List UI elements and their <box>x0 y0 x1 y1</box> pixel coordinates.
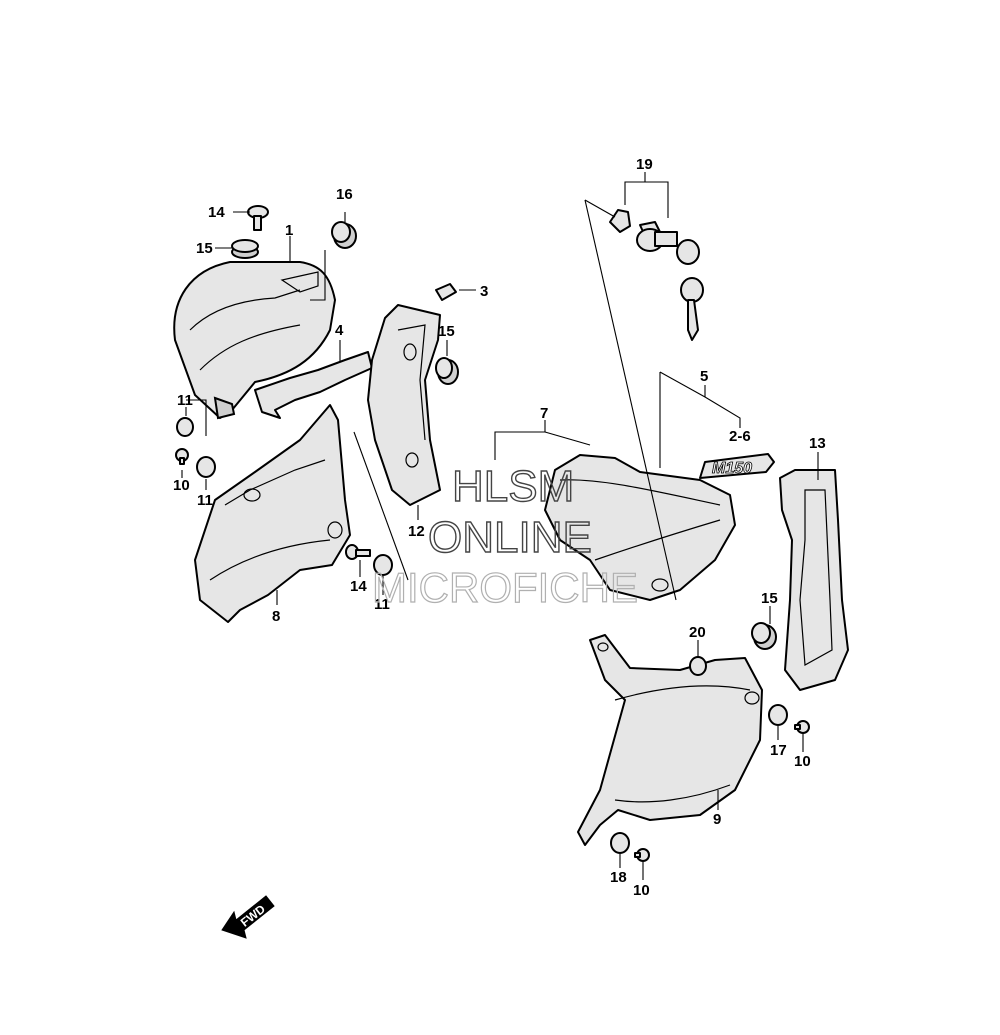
part-15-grommet-top[interactable] <box>231 239 259 259</box>
part-15-grommet-right[interactable] <box>751 622 777 650</box>
part-16-grommet[interactable] <box>331 221 357 249</box>
callout-16: 16 <box>336 186 353 203</box>
callout-11-a: 11 <box>177 392 193 409</box>
part-7-rear-cover[interactable] <box>544 454 736 601</box>
part-10-screw-b[interactable] <box>794 720 810 734</box>
part-2-6-emblem[interactable]: M150 <box>699 453 775 479</box>
callout-3: 3 <box>480 283 488 300</box>
part-14-screw-top[interactable] <box>247 205 269 231</box>
emblem-text: M150 <box>712 460 752 477</box>
callout-18: 18 <box>610 869 627 886</box>
callout-8: 8 <box>272 608 280 625</box>
watermark: HLSM ONLINE MICROFICHE <box>371 461 638 611</box>
part-10-screw-a[interactable] <box>175 448 189 465</box>
callout-labels: 14 15 1 16 3 4 15 11 10 11 12 14 11 8 19… <box>173 156 826 899</box>
part-10-screw-c[interactable] <box>634 848 650 862</box>
part-8-side-cover[interactable] <box>194 404 351 623</box>
callout-11-b: 11 <box>197 492 213 509</box>
callout-10-c: 10 <box>633 882 650 899</box>
part-12-bracket[interactable] <box>367 304 441 506</box>
callout-12: 12 <box>408 523 425 540</box>
callout-4: 4 <box>335 322 344 339</box>
callout-7: 7 <box>540 405 548 422</box>
callout-10-b: 10 <box>794 753 811 770</box>
callout-5: 5 <box>700 368 708 385</box>
callout-14-mid: 14 <box>350 578 367 595</box>
part-19-lock-set[interactable] <box>609 209 704 341</box>
part-14-bolt-mid[interactable] <box>345 544 371 560</box>
callout-10-a: 10 <box>173 477 190 494</box>
key-icon <box>676 239 704 341</box>
part-3-collar[interactable] <box>435 283 457 301</box>
callout-11-c: 11 <box>374 596 390 613</box>
watermark-line-2: ONLINE <box>428 513 592 562</box>
callout-2-6: 2-6 <box>729 428 751 445</box>
part-11-grommet-c[interactable] <box>373 554 393 576</box>
part-18-grommet[interactable] <box>610 832 630 854</box>
callout-15-right: 15 <box>761 590 778 607</box>
callout-15-top: 15 <box>196 240 213 257</box>
watermark-line-3: MICROFICHE <box>372 564 638 611</box>
part-4-rubber-strip[interactable] <box>254 351 373 419</box>
callout-14-top: 14 <box>208 204 225 221</box>
part-17-grommet[interactable] <box>768 704 788 726</box>
fwd-arrow-icon: FWD <box>221 895 275 939</box>
callout-1: 1 <box>285 222 293 239</box>
callout-13: 13 <box>809 435 826 452</box>
callout-19: 19 <box>636 156 653 173</box>
watermark-line-1: HLSM <box>452 462 574 511</box>
part-11-grommet-b[interactable] <box>196 456 216 478</box>
part-11-grommet-a[interactable] <box>176 417 194 437</box>
leader-lines <box>181 172 819 880</box>
callout-15-mid: 15 <box>438 323 455 340</box>
hardware <box>175 205 810 862</box>
part-13-rubber-frame[interactable] <box>779 469 849 691</box>
part-15-grommet-mid[interactable] <box>435 357 459 385</box>
callout-20: 20 <box>689 624 706 641</box>
part-9-side-cover[interactable] <box>577 634 763 846</box>
part-1-frame-cover[interactable] <box>173 261 336 420</box>
callout-9: 9 <box>713 811 721 828</box>
part-20-grommet[interactable] <box>689 656 707 676</box>
callout-17: 17 <box>770 742 787 759</box>
